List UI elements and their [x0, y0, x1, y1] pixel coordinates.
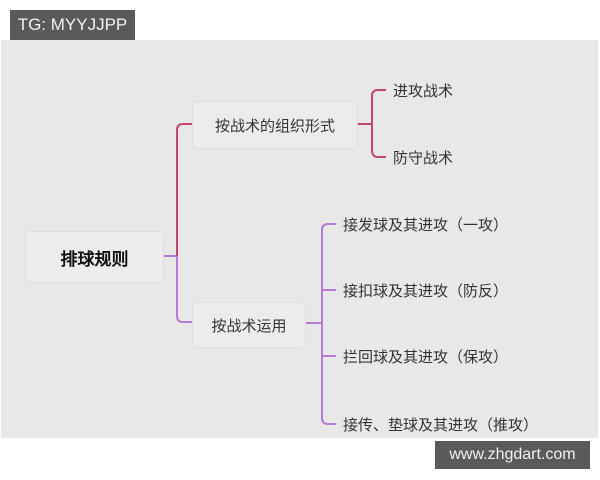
root-node[interactable]: 排球规则 — [25, 231, 164, 283]
branch-node-application[interactable]: 按战术运用 — [192, 302, 306, 348]
leaf-node[interactable]: 防守战术 — [393, 149, 454, 167]
leaf-node[interactable]: 进攻战术 — [393, 82, 454, 100]
leaf-node[interactable]: 拦回球及其进攻（保攻） — [343, 348, 509, 366]
branch-label: 按战术的组织形式 — [214, 116, 335, 135]
bottom-watermark: www.zhgdart.com — [435, 441, 590, 469]
top-watermark: TG: MYYJJPP — [10, 10, 135, 40]
branch-node-organization[interactable]: 按战术的组织形式 — [192, 101, 358, 149]
leaf-node[interactable]: 接传、垫球及其进攻（推攻） — [343, 416, 539, 434]
branch-label: 按战术运用 — [211, 316, 287, 335]
leaf-node[interactable]: 接发球及其进攻（一攻） — [343, 216, 509, 234]
root-label: 排球规则 — [60, 249, 129, 270]
leaf-node[interactable]: 接扣球及其进攻（防反） — [343, 282, 509, 300]
